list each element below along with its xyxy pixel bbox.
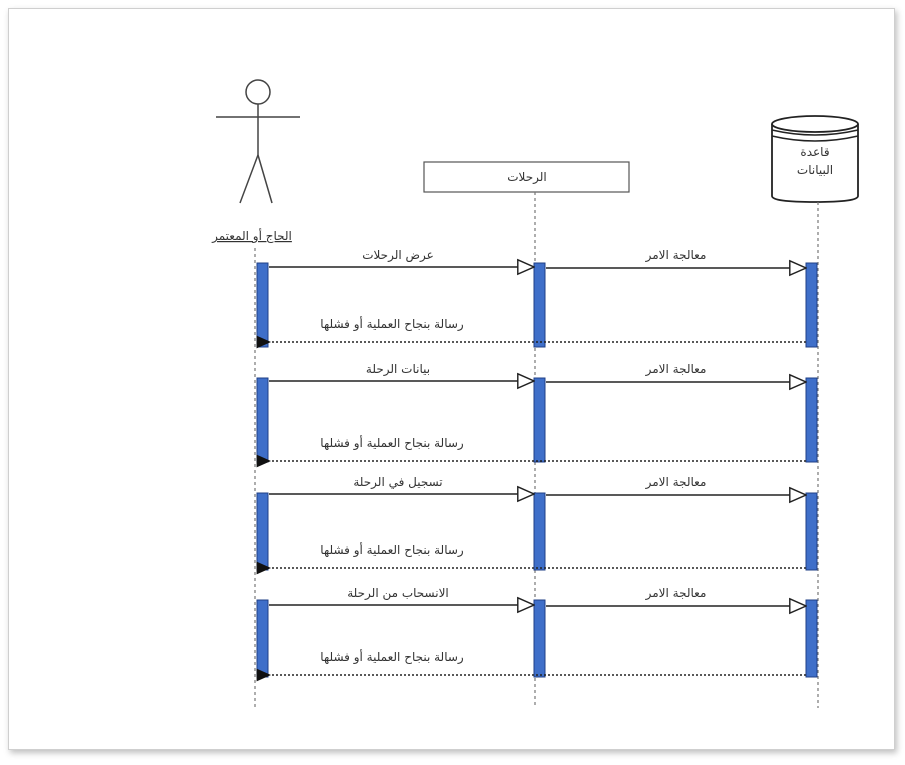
reply-label: رسالة بنجاح العملية أو فشلها [320, 649, 464, 665]
actor-figure [216, 79, 300, 204]
actor-label: الحاج أو المعتمر [211, 228, 292, 244]
forward-label: معالجة الامر [645, 362, 707, 377]
database-activation-bar [805, 492, 818, 571]
forward-label: معالجة الامر [645, 248, 707, 263]
interactions-group: عرض الرحلات معالجة الامر رسالة بنجاح العمل… [256, 248, 818, 682]
actor-activation-bar [256, 599, 269, 678]
reply-label: رسالة بنجاح العملية أو فشلها [320, 542, 464, 558]
actor-activation-bar [256, 262, 269, 348]
trips-participant-label: الرحلات [507, 170, 547, 185]
database-label-line2: البيانات [797, 163, 833, 177]
actor-leg-left [239, 154, 259, 204]
actor-activation-bar [256, 492, 269, 571]
database-activation-bar [805, 599, 818, 678]
diagram-frame [8, 8, 895, 750]
database-icon [771, 115, 859, 203]
forward-label: معالجة الامر [645, 475, 707, 490]
request-label: عرض الرحلات [362, 248, 434, 263]
database-label-line1: قاعدة [800, 145, 829, 159]
trips-participant-box [423, 161, 630, 193]
forward-label: معالجة الامر [645, 586, 707, 601]
request-label: بيانات الرحلة [366, 362, 430, 377]
trips-activation-bar [533, 377, 546, 463]
actor-head [245, 79, 271, 105]
database-activation-bar [805, 262, 818, 348]
request-label: الانسحاب من الرحلة [347, 586, 449, 601]
trips-activation-bar [533, 492, 546, 571]
request-label: تسجيل في الرحلة [353, 475, 442, 490]
actor-leg-right [257, 154, 273, 204]
reply-label: رسالة بنجاح العملية أو فشلها [320, 435, 464, 451]
actor-activation-bar [256, 377, 269, 463]
database-activation-bar [805, 377, 818, 463]
reply-label: رسالة بنجاح العملية أو فشلها [320, 316, 464, 332]
trips-activation-bar [533, 599, 546, 678]
trips-activation-bar [533, 262, 546, 348]
